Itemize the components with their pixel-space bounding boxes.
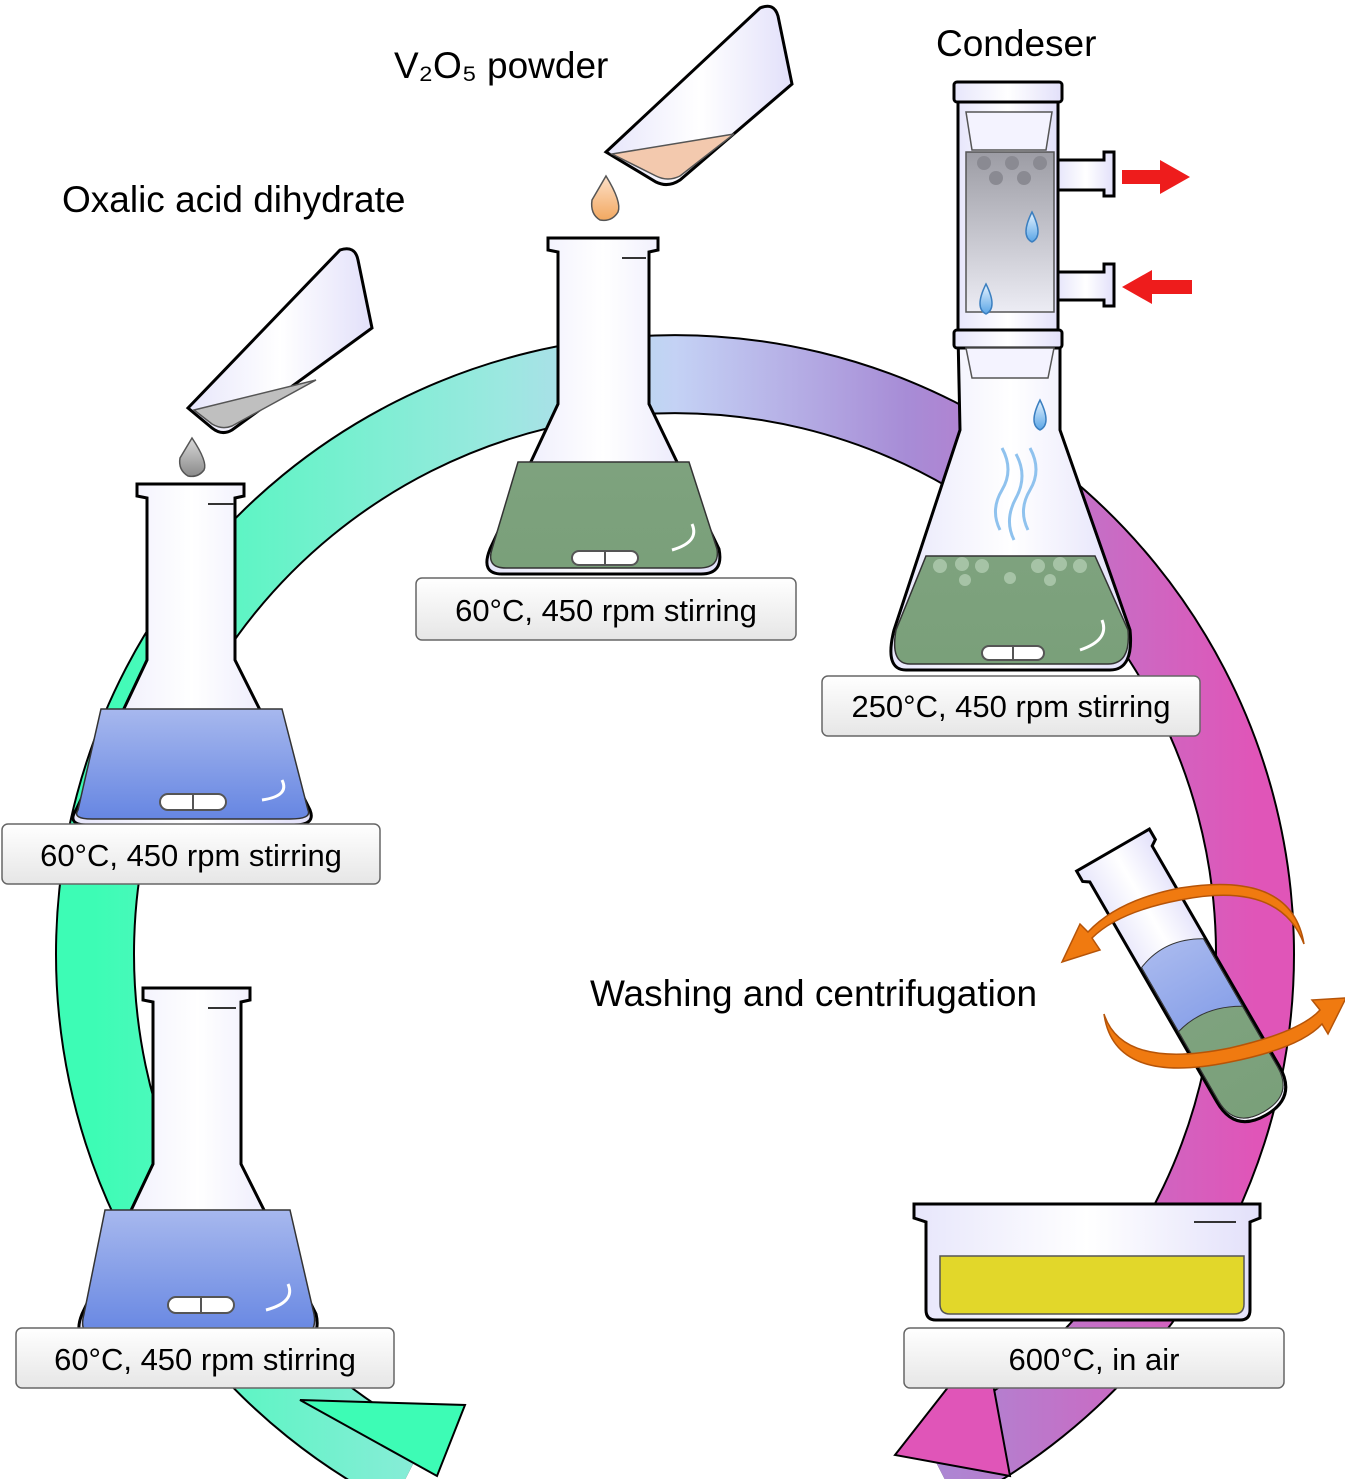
- rotation-arrows-icon: [1060, 883, 1345, 1069]
- coolant-flow-arrows: [1122, 160, 1192, 304]
- weighing-boat-oxalic: [178, 247, 374, 478]
- coolant-in-arrow-icon: [1122, 270, 1192, 304]
- water-droplets: [979, 210, 1047, 431]
- flask-step4: [889, 332, 1133, 672]
- step-box-1: 60°C, 450 rpm stirring: [15, 1327, 395, 1389]
- flask-step1: [77, 986, 319, 1344]
- step-box-3: 60°C, 450 rpm stirring: [415, 577, 797, 641]
- step-label-2: 60°C, 450 rpm stirring: [40, 838, 342, 873]
- condenser-icon: [952, 80, 1116, 379]
- bubbles: [933, 557, 1087, 586]
- weighing-boat-v2o5: [590, 4, 794, 222]
- step-label-4: 250°C, 450 rpm stirring: [851, 689, 1170, 724]
- step-label-5: 600°C, in air: [1009, 1342, 1180, 1377]
- label-washing: Washing and centrifugation: [590, 973, 1037, 1014]
- step-label-1: 60°C, 450 rpm stirring: [54, 1342, 356, 1377]
- label-v2o5: V₂O₅ powder: [394, 45, 608, 86]
- coolant-out-arrow-icon: [1122, 160, 1190, 194]
- step-label-3: 60°C, 450 rpm stirring: [455, 593, 757, 628]
- step-box-4: 250°C, 450 rpm stirring: [821, 675, 1201, 737]
- crucible-icon: [912, 1202, 1262, 1322]
- label-condenser: Condeser: [936, 23, 1096, 64]
- vapor: [994, 447, 1038, 541]
- step-box-2: 60°C, 450 rpm stirring: [1, 823, 381, 885]
- flask-step3: [485, 236, 722, 576]
- label-oxalic-acid: Oxalic acid dihydrate: [62, 179, 405, 220]
- step-box-5: 600°C, in air: [903, 1327, 1285, 1389]
- flask-step2: [71, 482, 313, 827]
- arrow-tail: [299, 1399, 467, 1478]
